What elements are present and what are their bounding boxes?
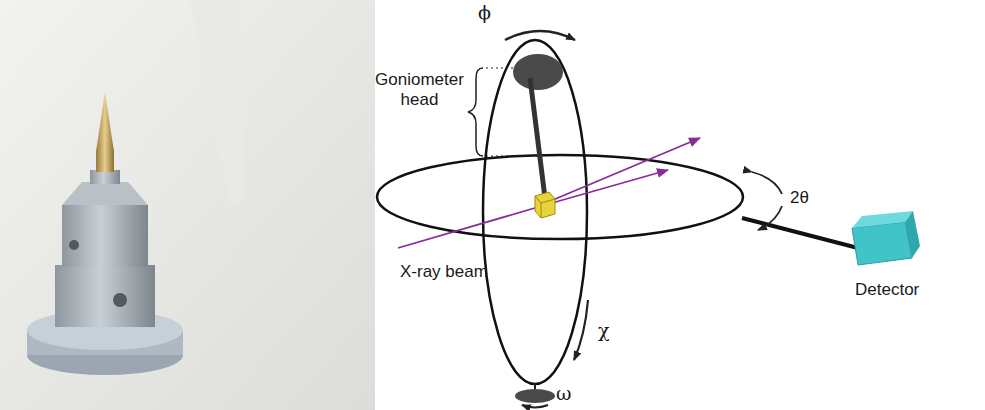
angle-symbol: 2θ [790, 188, 809, 208]
part-label: Goniometer head [372, 70, 467, 109]
rotation-symbol: χ [598, 320, 610, 342]
beam-label: X-ray beam [400, 262, 488, 282]
rotation-symbol: ϕ [478, 2, 491, 24]
part-label: Detector [855, 280, 919, 300]
rotation-symbol: ω [556, 383, 572, 405]
